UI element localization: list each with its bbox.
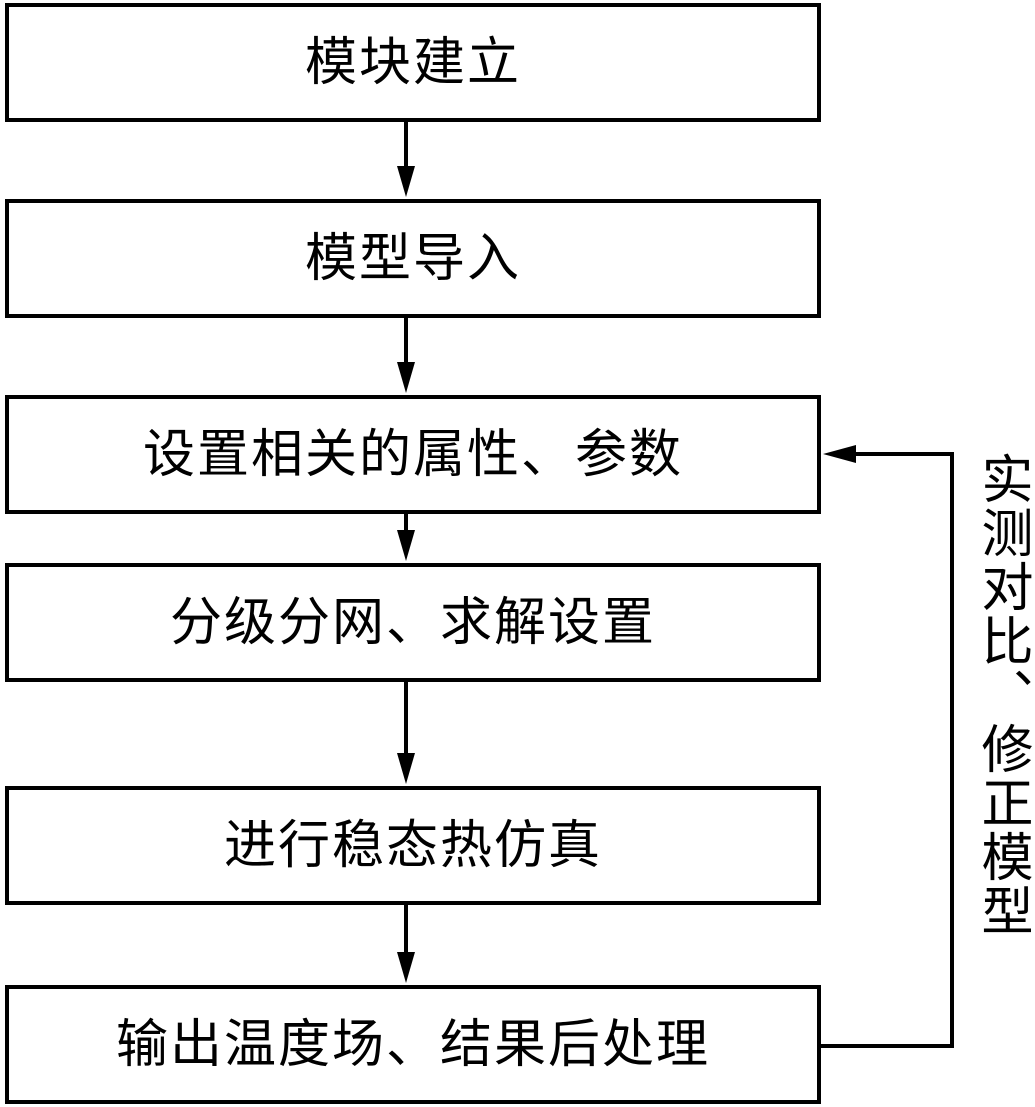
step-box-set-properties: 设置相关的属性、参数	[5, 395, 821, 514]
arrow-down-icon	[397, 514, 415, 561]
step-box-output-postprocess: 输出温度场、结果后处理	[5, 985, 821, 1104]
feedback-label: 实测对比、修正模型	[972, 452, 1032, 938]
step-label: 分级分网、求解设置	[169, 592, 656, 653]
arrow-down-icon	[397, 682, 415, 784]
arrow-down-icon	[397, 318, 415, 393]
step-label: 输出温度场、结果后处理	[115, 1014, 710, 1075]
step-box-thermal-simulation: 进行稳态热仿真	[5, 786, 821, 905]
arrow-down-icon	[397, 122, 415, 197]
arrow-down-icon	[397, 905, 415, 983]
step-box-mesh-solver: 分级分网、求解设置	[5, 563, 821, 682]
step-label: 设置相关的属性、参数	[142, 424, 683, 485]
step-label: 进行稳态热仿真	[223, 815, 602, 876]
step-label: 模块建立	[304, 32, 521, 93]
step-label: 模型导入	[304, 228, 521, 289]
step-box-model-build: 模块建立	[5, 3, 821, 122]
feedback-loop-arrow-icon	[821, 445, 954, 1048]
step-box-model-import: 模型导入	[5, 199, 821, 318]
